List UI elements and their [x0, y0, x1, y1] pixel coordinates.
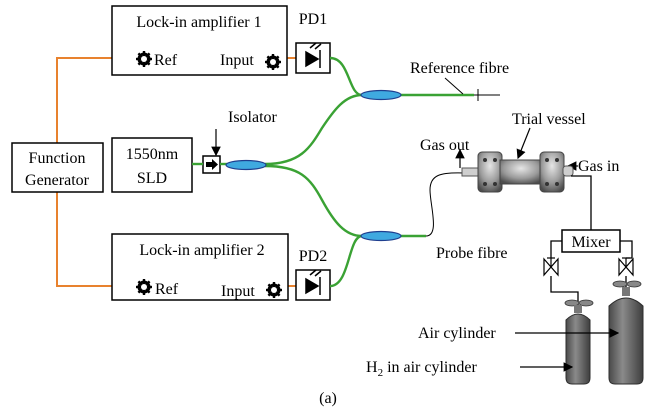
- figure-caption: (a): [319, 390, 337, 407]
- coupler-probe: [360, 230, 402, 242]
- valve-right-icon: [618, 257, 634, 277]
- function-generator: Function Generator: [11, 142, 104, 193]
- ref-label-2: Ref: [155, 281, 179, 298]
- lockin-amplifier-2: Lock-in amplifier 2 Ref Input: [111, 233, 289, 301]
- input-connector-2-icon: [266, 282, 282, 298]
- cylinder-air: [608, 280, 644, 385]
- ref-connector-1-icon: [136, 51, 152, 67]
- coupler-source: [225, 159, 267, 171]
- photodetector-1: PD1: [295, 11, 331, 74]
- mixer-label: Mixer: [571, 234, 611, 251]
- sld-line2: SLD: [137, 170, 167, 187]
- gas-out-label: Gas out: [420, 137, 470, 154]
- sld-line1: 1550nm: [126, 146, 179, 163]
- lockin-1-label: Lock-in amplifier 1: [136, 14, 261, 31]
- photodiode-1-icon: [305, 42, 322, 68]
- pd2-label: PD2: [299, 248, 327, 265]
- function-generator-line2: Generator: [25, 172, 90, 189]
- trial-vessel-label: Trial vessel: [512, 111, 586, 128]
- pd1-label: PD1: [299, 11, 327, 28]
- optical-fibres: [192, 56, 474, 288]
- input-connector-1-icon: [265, 54, 281, 70]
- isolator-arrow-icon: [206, 159, 218, 170]
- probe-fibre-label: Probe fibre: [436, 245, 508, 262]
- sld-source: 1550nm SLD: [111, 137, 193, 193]
- isolator: Isolator: [202, 109, 278, 174]
- photodiode-2-icon: [305, 269, 322, 295]
- fibre-couplers: [225, 89, 402, 242]
- ref-connector-2-icon: [136, 279, 152, 295]
- lockin-amplifier-1: Lock-in amplifier 1 Ref Input: [111, 5, 288, 76]
- air-cylinder-label: Air cylinder: [418, 325, 496, 342]
- coupler-reference: [360, 89, 402, 101]
- mixer: Mixer: [561, 229, 621, 253]
- function-generator-line1: Function: [29, 150, 86, 167]
- input-label-1: Input: [220, 52, 254, 69]
- input-label-2: Input: [221, 283, 255, 300]
- isolator-label: Isolator: [228, 109, 278, 126]
- photodetector-2: PD2: [295, 248, 331, 301]
- fibre-continuations: [425, 89, 500, 237]
- lockin-2-label: Lock-in amplifier 2: [139, 242, 264, 259]
- ref-label-1: Ref: [154, 52, 178, 69]
- cylinder-h2: [564, 299, 594, 385]
- h2-cylinder-label: H2 in air cylinder: [366, 359, 477, 379]
- trial-vessel: Trial vessel Gas out Gas in: [420, 111, 619, 193]
- gas-in-label: Gas in: [578, 158, 619, 175]
- valve-left-icon: [543, 257, 559, 277]
- reference-fibre-label: Reference fibre: [410, 60, 509, 77]
